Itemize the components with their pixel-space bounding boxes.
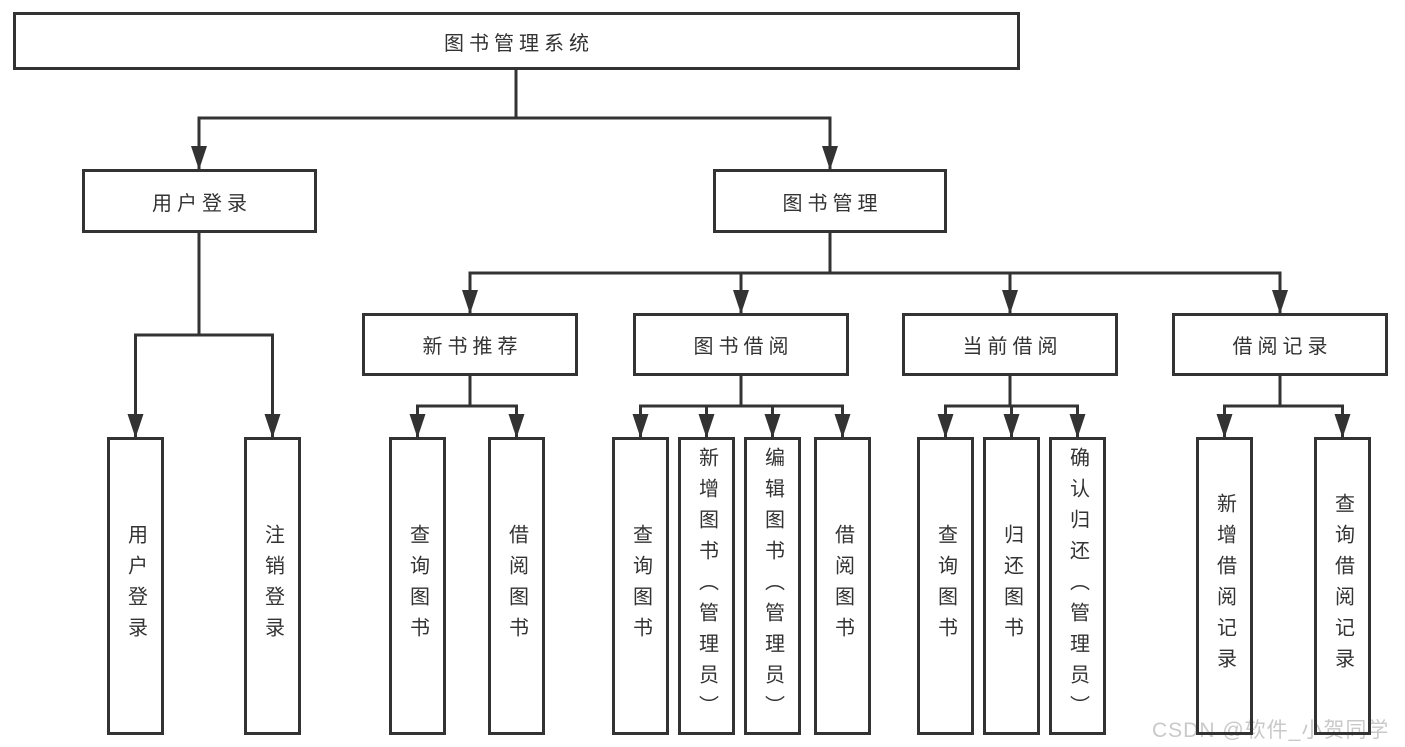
leaf-logout: 注销登录 xyxy=(244,437,301,735)
leaf-bb-borrow-books: 借阅图书 xyxy=(814,437,871,735)
connector-root-arrows xyxy=(191,118,838,170)
connector-mgmt-trunk xyxy=(468,231,1282,275)
node-library-management-system: 图书管理系统 xyxy=(13,12,1020,70)
leaf-rec-query-books: 查询图书 xyxy=(389,437,446,735)
connector-mgmt-arrows xyxy=(462,273,1288,314)
connector-login-trunk xyxy=(134,231,274,337)
node-book-borrowing: 图书借阅 xyxy=(633,313,849,376)
node-borrowing-records: 借阅记录 xyxy=(1172,313,1388,376)
leaf-bb-query-books: 查询图书 xyxy=(612,437,669,735)
leaf-cb-confirm-return-admin: 确认归还（管理员） xyxy=(1049,437,1106,735)
node-user-login: 用户登录 xyxy=(82,169,317,233)
leaf-bb-add-books-admin: 新增图书（管理员） xyxy=(678,437,735,735)
leaf-br-query-borrow-record: 查询借阅记录 xyxy=(1314,437,1371,735)
leaf-cb-return-books: 归还图书 xyxy=(983,437,1040,735)
connector-login-arrows xyxy=(127,335,281,438)
leaf-rec-borrow-books: 借阅图书 xyxy=(488,437,545,735)
connector-l3-trunks xyxy=(416,374,1344,408)
connector-root-trunk xyxy=(197,68,832,120)
leaf-bb-edit-books-admin: 编辑图书（管理员） xyxy=(744,437,801,735)
csdn-watermark: CSDN @软件_小贺同学 xyxy=(1152,719,1390,742)
node-book-management: 图书管理 xyxy=(713,169,947,233)
leaf-cb-query-books: 查询图书 xyxy=(917,437,974,735)
node-new-book-recommendation: 新书推荐 xyxy=(362,313,578,376)
connector-l3-arrows xyxy=(409,406,1351,438)
node-current-borrowing: 当前借阅 xyxy=(902,313,1118,376)
leaf-br-add-borrow-record: 新增借阅记录 xyxy=(1196,437,1253,735)
leaf-user-login: 用户登录 xyxy=(107,437,164,735)
